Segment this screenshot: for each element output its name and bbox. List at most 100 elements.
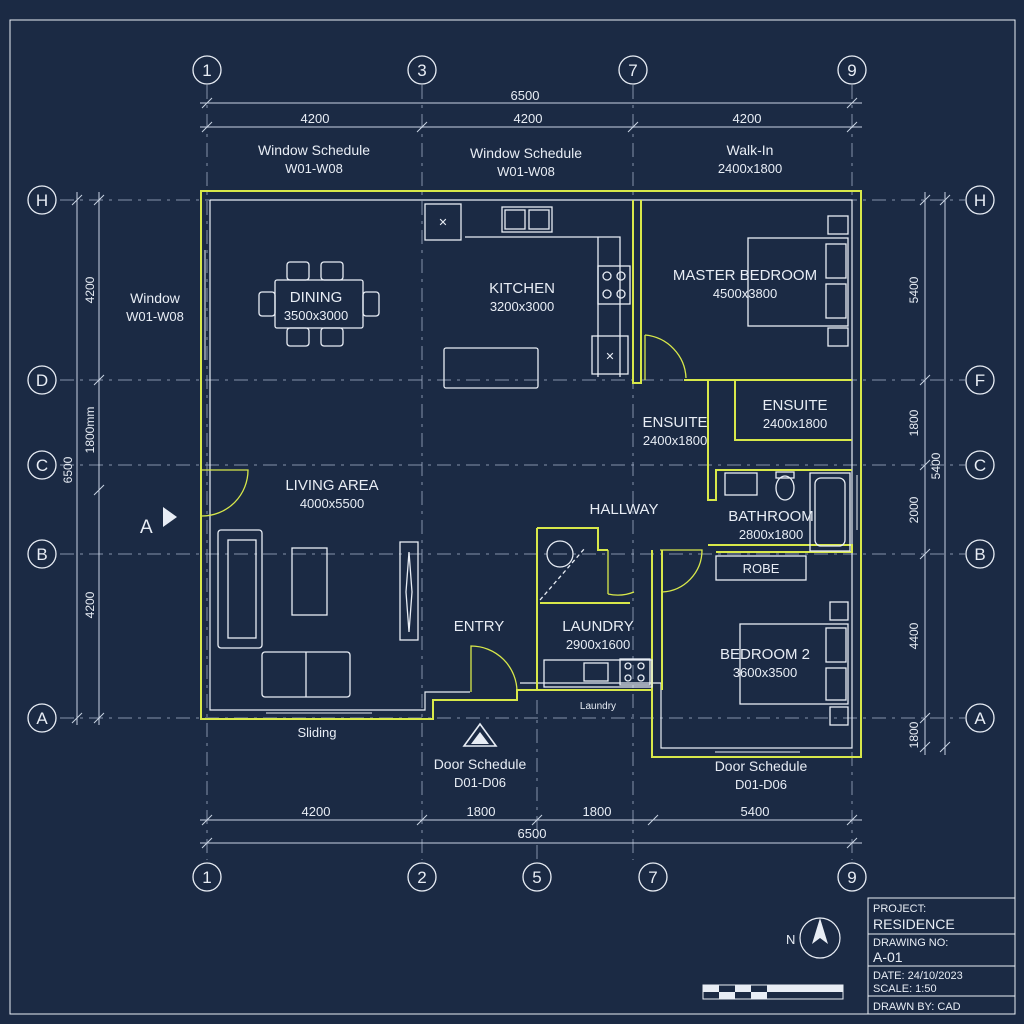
window-schedule-code-1: W01-W08 xyxy=(285,161,343,176)
door-schedule-code-1: D01-D06 xyxy=(454,775,506,790)
svg-text:B: B xyxy=(36,545,47,564)
section-marker-bottom xyxy=(462,722,498,747)
room-dining-size: 3500x3000 xyxy=(284,308,348,323)
door-schedule-note-2: Door Schedule xyxy=(715,758,808,774)
room-bathroom-name: BATHROOM xyxy=(728,508,814,525)
scale-bar xyxy=(702,984,844,1000)
drawing-date: DATE: 24/10/2023 xyxy=(873,970,963,982)
dim-bottom-overall: 6500 xyxy=(518,826,547,841)
svg-text:7: 7 xyxy=(628,61,637,80)
dim-left-d: 4200 xyxy=(83,591,97,618)
dimensions-right: 5400 1800 2000 5400 4400 1800 xyxy=(907,192,951,755)
grid-bubble-right-F: F xyxy=(965,365,995,395)
svg-text:F: F xyxy=(975,371,985,390)
grid-bubble-right-A: A xyxy=(965,703,995,733)
dim-right-a: 5400 xyxy=(907,276,921,303)
svg-text:✕: ✕ xyxy=(605,351,614,363)
window-schedule-code-2: W01-W08 xyxy=(497,164,555,179)
room-entry-name: ENTRY xyxy=(454,618,505,635)
dim-right-e: 4400 xyxy=(907,622,921,649)
door-schedule-note-1: Door Schedule xyxy=(434,756,527,772)
grid-bubble-left-H: H xyxy=(27,185,57,215)
sheet-border xyxy=(9,19,1016,1015)
laundry-small-note: Laundry xyxy=(580,701,616,712)
grid-bubble-top-7: 7 xyxy=(618,55,648,85)
svg-text:✕: ✕ xyxy=(438,217,447,229)
grid-bubble-top-9: 9 xyxy=(837,55,867,85)
drawing-no-label: DRAWING NO: xyxy=(873,937,948,949)
dim-right-c: 2000 xyxy=(907,496,921,523)
svg-text:A: A xyxy=(140,517,153,538)
dim-bottom-d: 5400 xyxy=(741,804,770,819)
grid-bubble-right-C: C xyxy=(965,450,995,480)
dining-table xyxy=(258,261,380,347)
dim-left-b: 1800mm xyxy=(83,407,97,454)
room-robe-name: ROBE xyxy=(743,561,780,576)
window-schedule-note-1: Window Schedule xyxy=(258,142,370,158)
window-code-left: W01-W08 xyxy=(126,309,184,324)
svg-text:D: D xyxy=(36,371,48,390)
room-living-size: 4000x5500 xyxy=(300,496,364,511)
living-furniture xyxy=(217,529,419,698)
svg-text:C: C xyxy=(974,456,986,475)
svg-text:9: 9 xyxy=(847,61,856,80)
robe-cabinet xyxy=(715,555,807,581)
room-kitchen-name: KITCHEN xyxy=(489,280,555,297)
room-bedroom2-size: 3600x3500 xyxy=(733,665,797,680)
grid-bubble-left-C: C xyxy=(27,450,57,480)
svg-text:5: 5 xyxy=(532,868,541,887)
walk-in-note: Walk-In xyxy=(727,142,774,158)
room-bathroom-size: 2800x1800 xyxy=(739,527,803,542)
schedule-notes: Window Schedule W01-W08 Window Schedule … xyxy=(126,142,807,792)
drawn-by: DRAWN BY: CAD xyxy=(873,1001,961,1013)
grid-bubble-left-A: A xyxy=(27,703,57,733)
sliding-note: Sliding xyxy=(297,725,336,740)
svg-text:2: 2 xyxy=(417,868,426,887)
svg-text:H: H xyxy=(974,191,986,210)
room-laundry-name: LAUNDRY xyxy=(562,618,633,635)
dimensions-left: 4200 1800mm 6500 4200 xyxy=(61,192,105,725)
dimensions-bottom: 4200 1800 1800 5400 6500 xyxy=(200,804,862,849)
grid-bubble-right-B: B xyxy=(965,539,995,569)
section-marker-left: A xyxy=(140,507,177,538)
svg-text:B: B xyxy=(974,545,985,564)
room-living-name: LIVING AREA xyxy=(285,477,378,494)
grid-bubble-right-H: H xyxy=(965,185,995,215)
svg-text:7: 7 xyxy=(648,868,657,887)
drawing-scale: SCALE: 1:50 xyxy=(873,983,937,995)
interior-walls xyxy=(536,200,853,690)
grid-bubble-bottom-1: 1 xyxy=(192,862,222,892)
doors xyxy=(201,334,703,693)
window-schedule-note-2: Window Schedule xyxy=(470,145,582,161)
room-laundry-size: 2900x1600 xyxy=(566,637,630,652)
master-bed xyxy=(747,215,849,347)
title-block: PROJECT: RESIDENCE DRAWING NO: A-01 DATE… xyxy=(867,897,1016,1015)
grid-bubble-top-3: 3 xyxy=(407,55,437,85)
room-bedroom2-name: BEDROOM 2 xyxy=(720,646,810,663)
room-dining-name: DINING xyxy=(290,289,343,306)
project-name: RESIDENCE xyxy=(873,916,955,932)
svg-text:1: 1 xyxy=(202,868,211,887)
laundry-fixtures xyxy=(539,540,653,688)
grid-bubble-bottom-9: 9 xyxy=(837,862,867,892)
project-label: PROJECT: xyxy=(873,903,926,915)
dim-top-overall: 6500 xyxy=(511,88,540,103)
dim-left-c: 6500 xyxy=(61,456,75,483)
svg-text:9: 9 xyxy=(847,868,856,887)
dim-bottom-a: 4200 xyxy=(302,804,331,819)
svg-text:A: A xyxy=(36,709,48,728)
grid-bubble-left-B: B xyxy=(27,539,57,569)
room-ensuite-b-size: 2400x1800 xyxy=(763,416,827,431)
room-master-size: 4500x3800 xyxy=(713,286,777,301)
svg-text:A: A xyxy=(974,709,986,728)
grid-bubble-bottom-7: 7 xyxy=(638,862,668,892)
dim-left-a: 4200 xyxy=(83,276,97,303)
grid-bubble-top-1: 1 xyxy=(192,55,222,85)
dim-bottom-c: 1800 xyxy=(583,804,612,819)
grid-bubble-left-D: D xyxy=(27,365,57,395)
dim-right-d: 5400 xyxy=(929,452,943,479)
svg-text:C: C xyxy=(36,456,48,475)
svg-text:H: H xyxy=(36,191,48,210)
grid-bubble-bottom-5: 5 xyxy=(522,862,552,892)
